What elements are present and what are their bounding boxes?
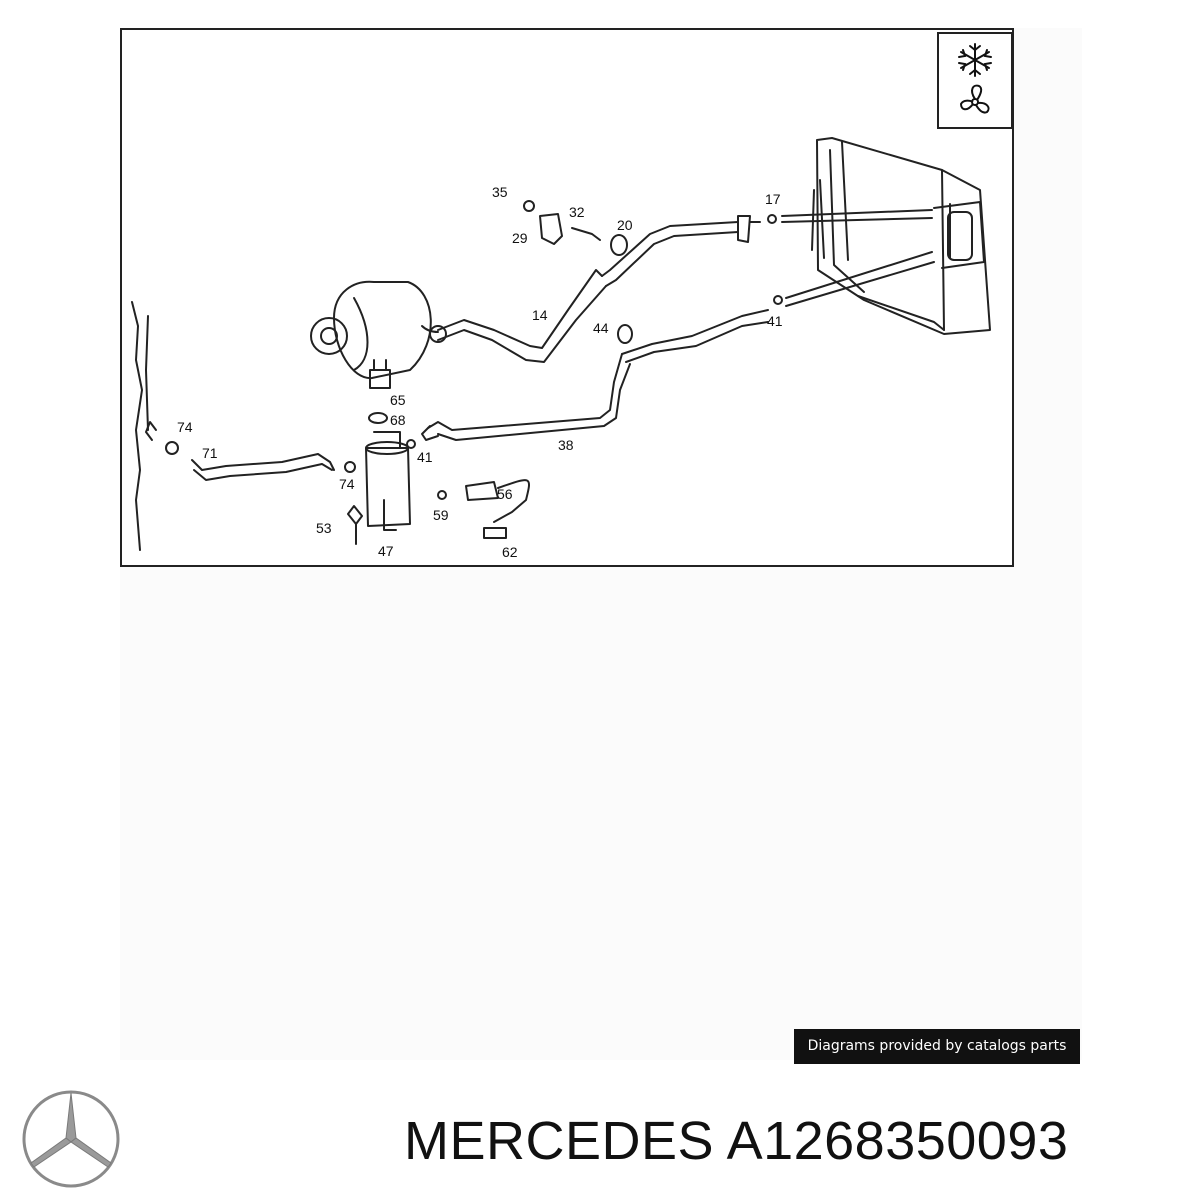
- callout-41-lower: 41: [417, 449, 433, 465]
- receiver-drier: [344, 431, 416, 531]
- callout-74-right: 74: [339, 476, 355, 492]
- part-title: MERCEDES A1268350093: [404, 1111, 1069, 1171]
- callout-68: 68: [390, 412, 406, 428]
- switch-56: [437, 479, 530, 539]
- callout-38: 38: [558, 437, 574, 453]
- legend-icons: [958, 43, 992, 114]
- hose-71: [145, 421, 335, 481]
- callout-29: 29: [512, 230, 528, 246]
- callout-20: 20: [617, 217, 633, 233]
- callout-74-left: 74: [177, 419, 193, 435]
- bracket-parts: [347, 200, 633, 545]
- callout-14: 14: [532, 307, 548, 323]
- callout-35: 35: [492, 184, 508, 200]
- compressor: [310, 280, 439, 380]
- diagram-drawing: 35 32 20 29 17 14 44 41 65 68 74 71 41 3…: [131, 137, 991, 560]
- diagram-credit-badge: Diagrams provided by catalogs parts: [794, 1029, 1080, 1064]
- callout-59: 59: [433, 507, 449, 523]
- callout-56: 56: [497, 486, 513, 502]
- liquid-line: [421, 251, 935, 441]
- engine-edge: [131, 301, 149, 551]
- pressure-switch: [368, 359, 391, 424]
- callout-62: 62: [502, 544, 518, 560]
- callout-32: 32: [569, 204, 585, 220]
- suction-line: [601, 209, 933, 287]
- mercedes-star-logo: [22, 1090, 120, 1188]
- evaporator-unit: [811, 137, 991, 335]
- hose-14: [429, 269, 607, 363]
- callout-labels: 35 32 20 29 17 14 44 41 65 68 74 71 41 3…: [177, 184, 783, 560]
- callout-53: 53: [316, 520, 332, 536]
- fan-icon: [960, 84, 990, 114]
- callout-44: 44: [593, 320, 609, 336]
- snowflake-icon: [958, 43, 992, 77]
- callout-65: 65: [390, 392, 406, 408]
- legend-box: [937, 32, 1013, 129]
- callout-47: 47: [378, 543, 394, 559]
- parts-diagram: 35 32 20 29 17 14 44 41 65 68 74 71 41 3…: [120, 28, 1014, 567]
- callout-71: 71: [202, 445, 218, 461]
- callout-17: 17: [765, 191, 781, 207]
- callout-41-upper: 41: [767, 313, 783, 329]
